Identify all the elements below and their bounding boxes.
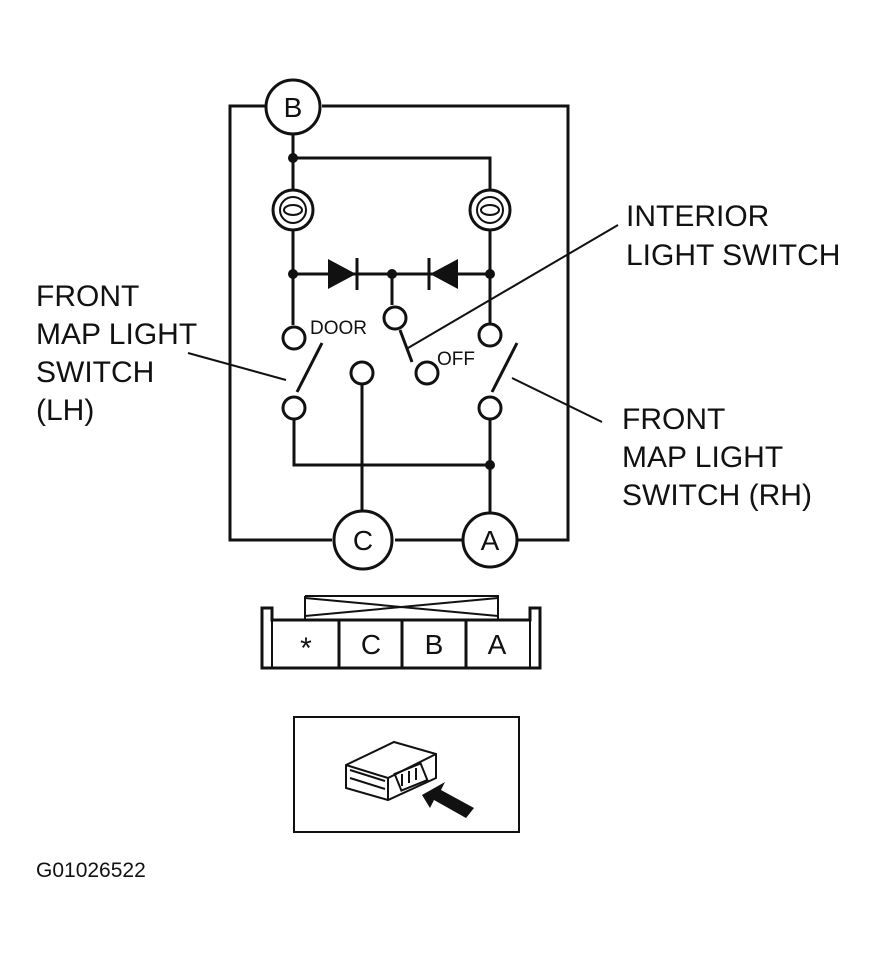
rh-switch-top-contact — [477, 322, 503, 348]
lh-switch-wire — [292, 419, 490, 467]
left-bulb-icon — [271, 188, 315, 232]
interior-light-switch-label: INTERIOR LIGHT SWITCH — [626, 200, 840, 272]
terminal-b: B — [264, 78, 322, 136]
rh-switch-bottom-contact — [477, 395, 503, 421]
junction-dot — [288, 269, 298, 279]
lh-label-line3: SWITCH — [36, 356, 154, 389]
lh-switch-top-contact — [281, 325, 307, 351]
arrow-icon — [422, 782, 474, 818]
connector-face: * C B A — [260, 595, 542, 670]
top-bus-wire — [291, 132, 492, 190]
interior-label-line2: LIGHT SWITCH — [626, 239, 840, 272]
terminal-c: C — [332, 509, 394, 571]
connector-pin-a: A — [488, 629, 507, 660]
door-contact — [349, 360, 375, 386]
lh-switch-leader — [187, 352, 287, 381]
rh-label-line1: FRONT — [622, 403, 725, 436]
interior-label-line1: INTERIOR — [626, 200, 769, 233]
interior-switch-contact — [382, 305, 408, 331]
rh-switch-blade — [490, 342, 519, 393]
interior-switch-blade — [398, 329, 414, 363]
interior-switch-leader — [407, 224, 619, 349]
off-label: OFF — [437, 349, 475, 370]
lh-label-line2: MAP LIGHT — [36, 318, 197, 351]
left-diode-icon — [328, 258, 359, 290]
switch-housing-outline — [228, 104, 570, 542]
right-diode-icon — [427, 258, 458, 290]
junction-dot — [485, 269, 495, 279]
off-contact — [414, 360, 440, 386]
connector-pin-star: * — [300, 632, 312, 665]
connector-pin-c: C — [361, 629, 381, 660]
terminal-b-label: B — [284, 92, 303, 123]
terminal-a: A — [461, 511, 519, 569]
lh-switch-blade — [295, 342, 324, 393]
lh-switch-bottom-contact — [281, 395, 307, 421]
door-label: DOOR — [310, 318, 367, 339]
lh-label-line4: (LH) — [36, 394, 94, 427]
rh-label-line3: SWITCH (RH) — [622, 479, 812, 512]
junction-dot — [485, 460, 495, 470]
figure-id: G01026522 — [36, 859, 146, 882]
connector-pin-b: B — [425, 629, 444, 660]
front-map-light-switch-rh-label: FRONT MAP LIGHT SWITCH (RH) — [622, 403, 812, 512]
right-bulb-icon — [468, 188, 512, 232]
switch-location-illustration — [293, 716, 520, 833]
rh-switch-leader — [511, 377, 603, 423]
front-map-light-switch-lh-label: FRONT MAP LIGHT SWITCH (LH) — [36, 280, 197, 427]
lh-label-line1: FRONT — [36, 280, 139, 313]
rh-label-line2: MAP LIGHT — [622, 441, 783, 474]
terminal-a-label: A — [481, 525, 500, 556]
terminal-c-label: C — [353, 525, 373, 556]
